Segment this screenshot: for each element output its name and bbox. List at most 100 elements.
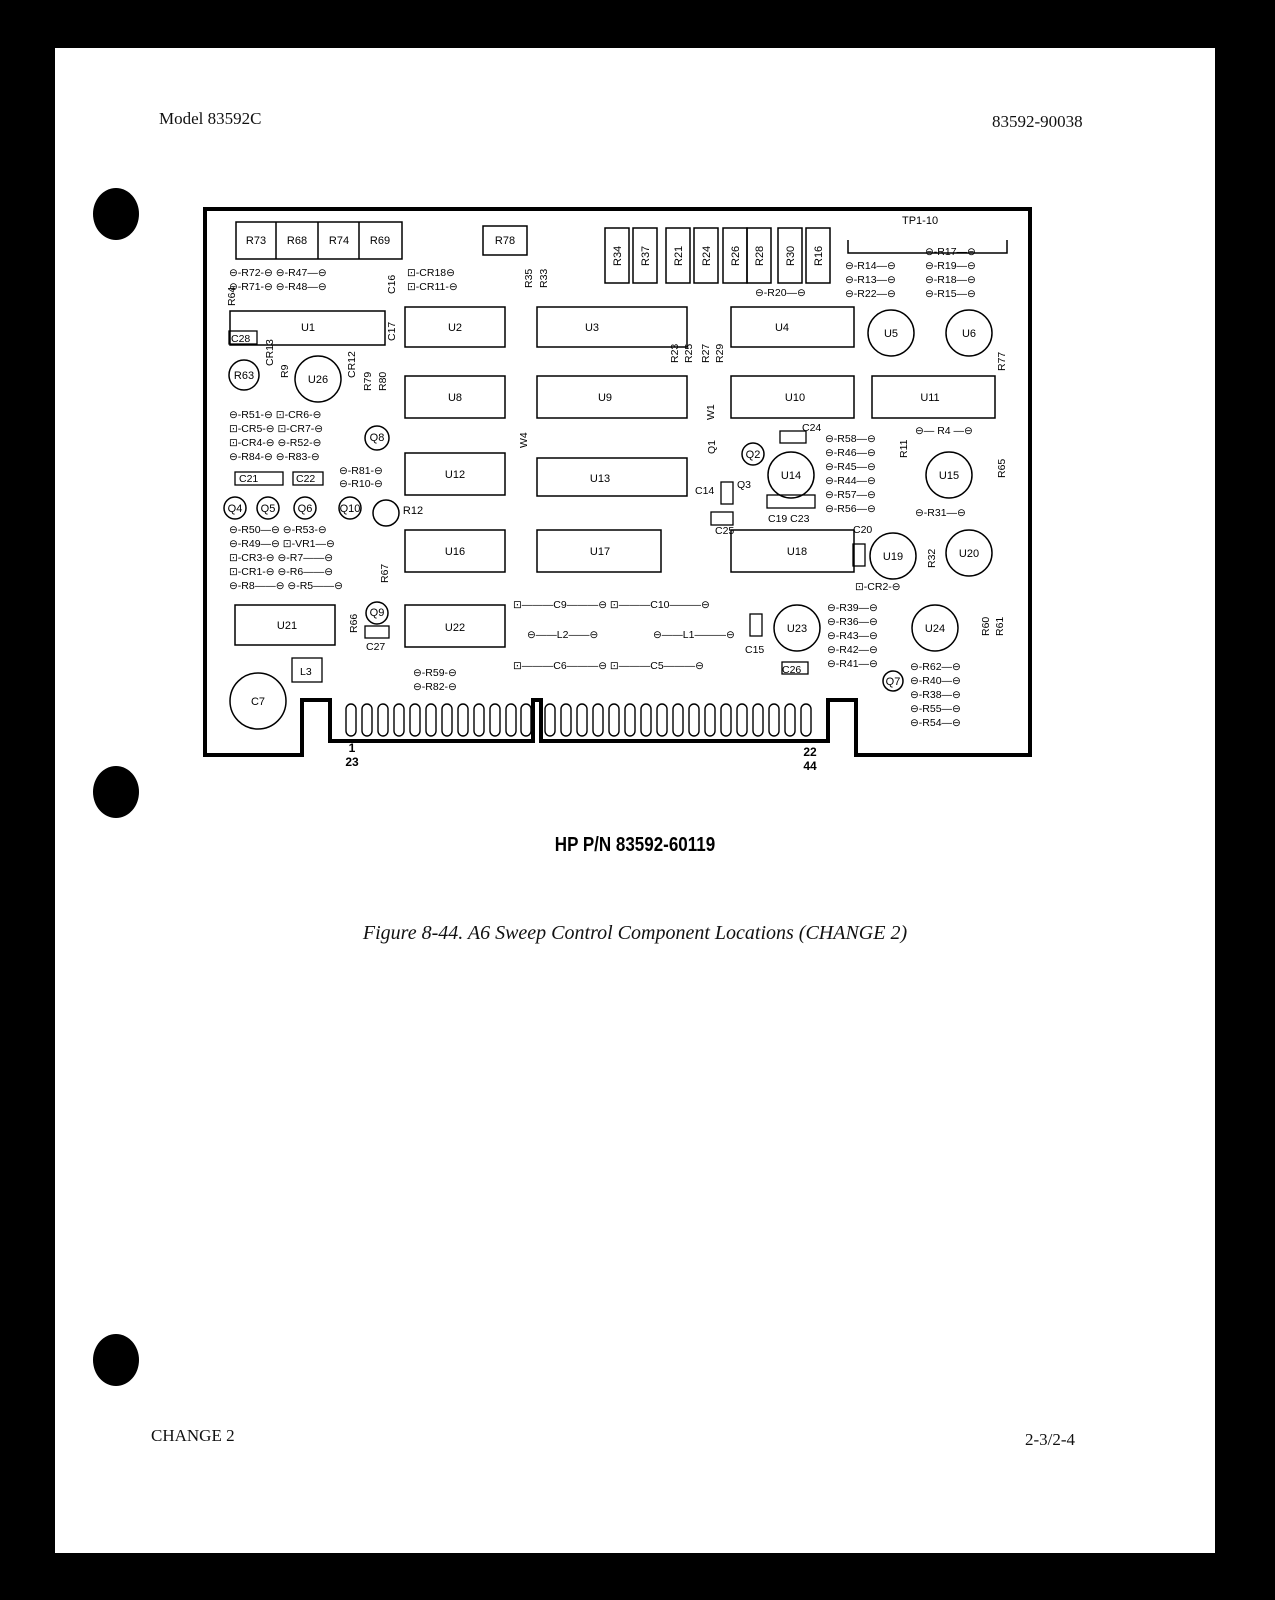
ic-label: U13 <box>590 473 610 485</box>
ic-label: U20 <box>959 548 979 560</box>
ic-label: U1 <box>301 322 315 334</box>
ic-label: U18 <box>787 546 807 558</box>
svg-text:⊖-R44—⊖: ⊖-R44—⊖ <box>825 475 876 487</box>
svg-text:R21: R21 <box>673 246 685 266</box>
ic-label: U6 <box>962 328 976 340</box>
footer-page-number: 2-3/2-4 <box>1025 1430 1076 1449</box>
svg-text:⊖-R54—⊖: ⊖-R54—⊖ <box>910 717 961 729</box>
svg-text:CR13: CR13 <box>264 339 276 366</box>
binder-hole <box>93 1334 139 1386</box>
svg-text:C28: C28 <box>231 333 250 345</box>
svg-text:⊖-R18—⊖: ⊖-R18—⊖ <box>925 274 976 286</box>
svg-text:C7: C7 <box>251 696 265 708</box>
svg-text:⊡-CR5-⊖ ⊡-CR7-⊖: ⊡-CR5-⊖ ⊡-CR7-⊖ <box>229 423 323 435</box>
svg-text:⊖-R82-⊖: ⊖-R82-⊖ <box>413 681 457 693</box>
svg-text:⊡———C9———⊖ ⊡———C10———⊖: ⊡———C9———⊖ ⊡———C10———⊖ <box>513 599 710 611</box>
svg-text:⊖-R49—⊖ ⊡-VR1—⊖: ⊖-R49—⊖ ⊡-VR1—⊖ <box>229 538 335 550</box>
ic-label: U3 <box>585 322 599 334</box>
svg-text:C14: C14 <box>695 485 714 497</box>
svg-text:⊖-R51-⊖ ⊡-CR6-⊖: ⊖-R51-⊖ ⊡-CR6-⊖ <box>229 409 322 421</box>
svg-text:R23: R23 <box>669 344 681 363</box>
svg-text:W1: W1 <box>705 404 717 420</box>
svg-text:⊖-R40—⊖: ⊖-R40—⊖ <box>910 675 961 687</box>
ic-label: U9 <box>598 392 612 404</box>
ic-label: U22 <box>445 622 465 634</box>
binder-hole <box>93 766 139 818</box>
pin-1-label: 1 <box>349 741 356 755</box>
svg-text:Q4: Q4 <box>228 503 243 515</box>
svg-text:R79: R79 <box>362 372 374 391</box>
svg-text:⊖-R10-⊖: ⊖-R10-⊖ <box>339 478 383 490</box>
svg-text:R61: R61 <box>994 617 1006 636</box>
ic-label: U14 <box>781 470 801 482</box>
svg-text:⊖-R13—⊖: ⊖-R13—⊖ <box>845 274 896 286</box>
svg-text:C27: C27 <box>366 641 385 653</box>
svg-text:Q6: Q6 <box>298 503 313 515</box>
ic-label: U4 <box>775 322 789 334</box>
ic-label: U23 <box>787 623 807 635</box>
svg-text:⊖-R42—⊖: ⊖-R42—⊖ <box>827 644 878 656</box>
svg-text:⊖-R84-⊖ ⊖-R83-⊖: ⊖-R84-⊖ ⊖-R83-⊖ <box>229 451 320 463</box>
svg-text:R29: R29 <box>714 344 726 363</box>
ic-label: U19 <box>883 551 903 563</box>
svg-text:R9: R9 <box>279 364 291 378</box>
svg-text:⊖-R39—⊖: ⊖-R39—⊖ <box>827 602 878 614</box>
svg-text:⊖-R17—⊖: ⊖-R17—⊖ <box>925 246 976 258</box>
svg-text:⊡-CR11-⊖: ⊡-CR11-⊖ <box>407 281 458 293</box>
svg-text:⊖-R20—⊖: ⊖-R20—⊖ <box>755 287 806 299</box>
svg-text:⊖-R8——⊖ ⊖-R5——⊖: ⊖-R8——⊖ ⊖-R5——⊖ <box>229 580 343 592</box>
svg-text:⊖-R41—⊖: ⊖-R41—⊖ <box>827 658 878 670</box>
svg-text:⊡-CR4-⊖ ⊖-R52-⊖: ⊡-CR4-⊖ ⊖-R52-⊖ <box>229 437 322 449</box>
svg-text:Q5: Q5 <box>261 503 276 515</box>
svg-text:R28: R28 <box>754 246 766 266</box>
ic-label: U16 <box>445 546 465 558</box>
svg-text:⊖-R71-⊖ ⊖-R48—⊖: ⊖-R71-⊖ ⊖-R48—⊖ <box>229 281 327 293</box>
svg-text:⊖-R81-⊖: ⊖-R81-⊖ <box>339 465 383 477</box>
svg-text:⊖-R14—⊖: ⊖-R14—⊖ <box>845 260 896 272</box>
svg-text:C26: C26 <box>782 664 801 676</box>
svg-text:R68: R68 <box>287 235 307 247</box>
svg-text:R69: R69 <box>370 235 390 247</box>
svg-text:⊖-R15—⊖: ⊖-R15—⊖ <box>925 288 976 300</box>
pin-23-label: 23 <box>345 755 359 769</box>
svg-text:R25: R25 <box>683 344 695 363</box>
svg-text:R12: R12 <box>403 505 423 517</box>
svg-text:C19 C23: C19 C23 <box>768 513 810 525</box>
svg-text:⊖-R58—⊖: ⊖-R58—⊖ <box>825 433 876 445</box>
svg-text:⊖-R22—⊖: ⊖-R22—⊖ <box>845 288 896 300</box>
svg-text:⊖-R31—⊖: ⊖-R31—⊖ <box>915 507 966 519</box>
svg-text:Q2: Q2 <box>746 449 761 461</box>
ic-label: U10 <box>785 392 805 404</box>
pin-22-label: 22 <box>803 745 817 759</box>
svg-text:Q8: Q8 <box>370 432 385 444</box>
svg-text:⊡-CR18⊖: ⊡-CR18⊖ <box>407 267 455 279</box>
svg-text:⊖-R50—⊖ ⊖-R53-⊖: ⊖-R50—⊖ ⊖-R53-⊖ <box>229 524 327 536</box>
svg-text:R74: R74 <box>329 235 349 247</box>
svg-text:R37: R37 <box>640 246 652 266</box>
svg-text:R63: R63 <box>234 370 254 382</box>
svg-text:Q3: Q3 <box>737 479 751 491</box>
svg-text:R35: R35 <box>523 269 535 288</box>
svg-text:R80: R80 <box>377 372 389 391</box>
svg-text:⊖-R55—⊖: ⊖-R55—⊖ <box>910 703 961 715</box>
svg-text:⊖-R56—⊖: ⊖-R56—⊖ <box>825 503 876 515</box>
svg-text:⊖——L2——⊖: ⊖——L2——⊖ <box>527 629 598 641</box>
svg-text:R34: R34 <box>612 246 624 266</box>
svg-text:R24: R24 <box>701 246 713 266</box>
ic-label: U17 <box>590 546 610 558</box>
svg-text:⊖-R45—⊖: ⊖-R45—⊖ <box>825 461 876 473</box>
svg-text:R60: R60 <box>980 617 992 636</box>
ic-label: U26 <box>308 374 328 386</box>
ic-label: U5 <box>884 328 898 340</box>
svg-text:R16: R16 <box>813 246 825 266</box>
svg-text:⊡———C6———⊖ ⊡———C5———⊖: ⊡———C6———⊖ ⊡———C5———⊖ <box>513 660 704 672</box>
svg-text:⊡-CR3-⊖ ⊖-R7——⊖: ⊡-CR3-⊖ ⊖-R7——⊖ <box>229 552 333 564</box>
svg-text:R65: R65 <box>996 459 1008 478</box>
svg-text:R67: R67 <box>379 564 391 583</box>
header-model: Model 83592C <box>159 109 262 128</box>
svg-text:⊖-R57—⊖: ⊖-R57—⊖ <box>825 489 876 501</box>
svg-text:⊖-R19—⊖: ⊖-R19—⊖ <box>925 260 976 272</box>
svg-text:C25: C25 <box>715 525 734 537</box>
svg-text:⊡-CR2-⊖: ⊡-CR2-⊖ <box>855 581 901 593</box>
svg-text:R66: R66 <box>348 614 360 633</box>
